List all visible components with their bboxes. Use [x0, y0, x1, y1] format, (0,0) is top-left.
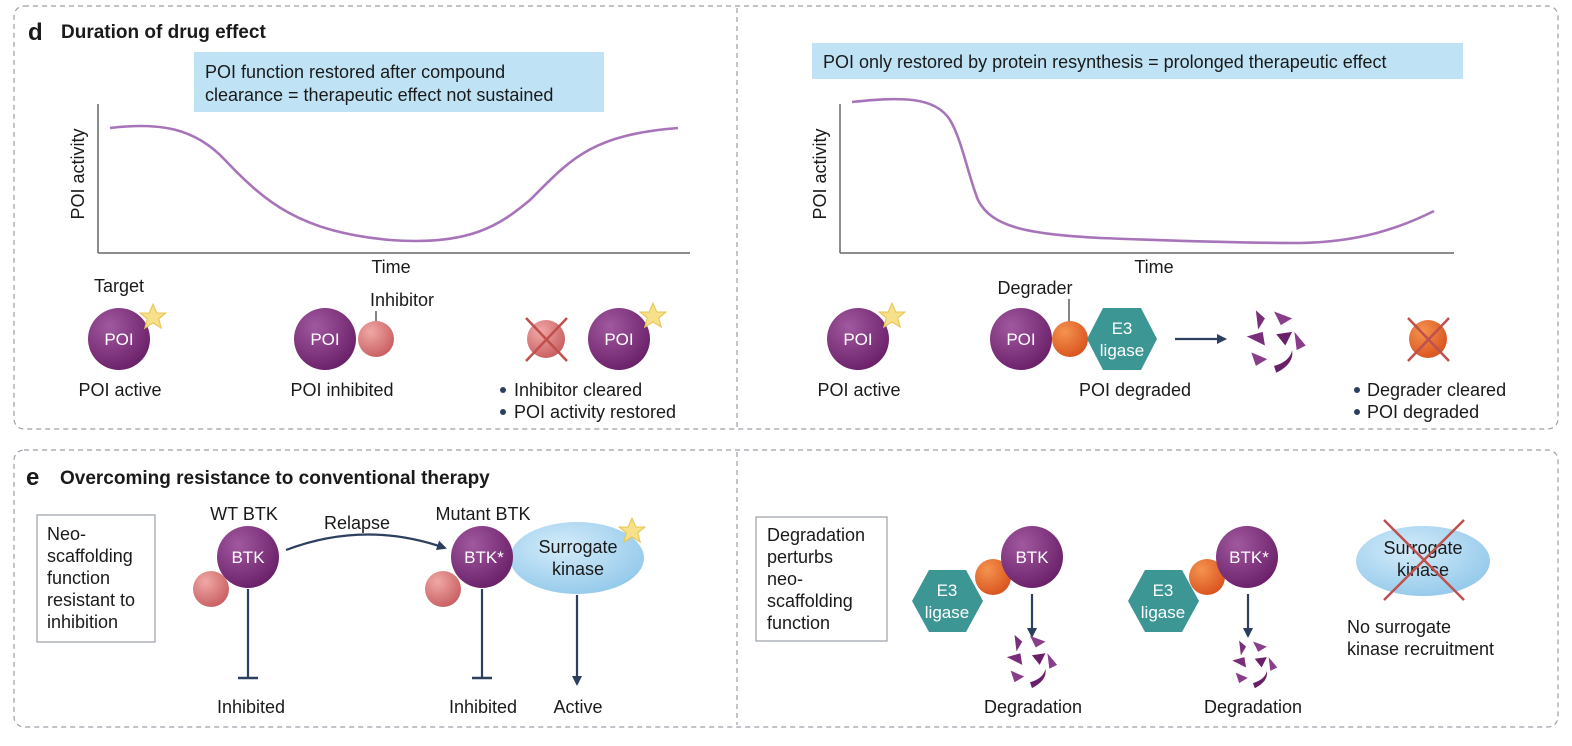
cross-icon-surrogate-stroke-2	[1383, 519, 1465, 601]
e3-e2-line-2: ligase	[1141, 603, 1185, 622]
right-x-label: Time	[1134, 257, 1173, 277]
left-banner-box	[194, 52, 604, 112]
btk-ball-mutant	[451, 526, 513, 588]
relapse-label: Relapse	[324, 513, 390, 533]
deg-box-line-1: Degradation	[767, 525, 865, 545]
panel-e-title: Overcoming resistance to conventional th…	[60, 468, 490, 489]
degradation-1: Degradation	[984, 697, 1082, 717]
caption-poi-active-right: POI active	[817, 380, 900, 400]
deg-box-line-4: scaffolding	[767, 591, 853, 611]
relapse-arrow	[285, 533, 447, 552]
poi-text-3: POI	[604, 330, 633, 349]
inhibited-2: Inhibited	[449, 697, 517, 717]
fragments-icon-e2	[1232, 640, 1278, 689]
box-line-4: resistant to	[47, 590, 135, 610]
poi-text-4: POI	[843, 330, 872, 349]
e3-ligase-hexagon	[1087, 308, 1157, 370]
poi-text-1: POI	[104, 330, 133, 349]
box-line-3: function	[47, 568, 110, 588]
box-line-2: scaffolding	[47, 546, 133, 566]
deg-box-line-2: perturbs	[767, 547, 833, 567]
bullet-poi-degraded: POI degraded	[1367, 402, 1479, 422]
cross-icon-stroke-2	[525, 317, 568, 362]
no-recruit-line-1: No surrogate	[1347, 617, 1451, 637]
poi-text-2: POI	[310, 330, 339, 349]
btk-ball-e1	[1001, 526, 1063, 588]
e3-text-line-2: ligase	[1100, 341, 1144, 360]
cross-icon-right-stroke-2	[1407, 317, 1450, 362]
e3-e1-line-2: ligase	[925, 603, 969, 622]
box-line-5: inhibition	[47, 612, 118, 632]
panel-d-title: Duration of drug effect	[61, 22, 266, 43]
caption-poi-inhibited: POI inhibited	[290, 380, 393, 400]
btk-mut-text-1: BTK*	[464, 548, 504, 567]
surrogate-line-2: kinase	[552, 559, 604, 579]
inhibitor-ball-e1	[193, 571, 229, 607]
right-banner-text: POI only restored by protein resynthesis…	[823, 52, 1387, 72]
btk-text-1: BTK	[231, 548, 265, 567]
bullet-inhibitor-cleared: Inhibitor cleared	[514, 380, 642, 400]
caption-poi-degraded: POI degraded	[1079, 380, 1191, 400]
deg-box-line-5: function	[767, 613, 830, 633]
btk-text-2: BTK	[1015, 548, 1049, 567]
poi-ball-restored	[588, 308, 650, 370]
panel-d-letter: d	[28, 19, 43, 46]
btk-ball-wt	[217, 526, 279, 588]
degrader-label: Degrader	[997, 278, 1072, 298]
surrogate-line-1: Surrogate	[538, 537, 617, 557]
inhibitor-ball	[358, 321, 394, 357]
neo-scaffolding-box	[36, 514, 156, 643]
left-activity-curve	[109, 124, 679, 243]
bullet-poi-activity-restored: POI activity restored	[514, 402, 676, 422]
inhibitor-label: Inhibitor	[370, 290, 434, 310]
poi-text-5: POI	[1006, 330, 1035, 349]
left-y-label: POI activity	[68, 128, 88, 219]
surrogate-kinase	[510, 522, 644, 594]
degrader-ball	[1052, 321, 1088, 357]
deg-box-line-3: neo-	[767, 569, 803, 589]
left-banner-line-1: POI function restored after compound	[205, 62, 505, 82]
active-label: Active	[553, 697, 602, 717]
btk-ball-e2	[1216, 526, 1278, 588]
left-x-label: Time	[371, 257, 410, 277]
inhibited-1: Inhibited	[217, 697, 285, 717]
poi-ball-active-left	[88, 308, 150, 370]
mutant-btk-label: Mutant BTK	[435, 504, 530, 524]
poi-ball-inhibited	[294, 308, 356, 370]
fragments-icon-e1	[1006, 634, 1058, 689]
right-banner-box	[812, 43, 1463, 79]
bullet-dot	[500, 387, 506, 393]
bullet-dot	[500, 409, 506, 415]
e3-ligase-hexagon-e2	[1128, 570, 1199, 632]
wt-btk-label: WT BTK	[210, 504, 278, 524]
e3-ligase-hexagon-e1	[912, 570, 983, 632]
left-banner-line-2: clearance = therapeutic effect not susta…	[205, 85, 553, 105]
no-recruit-line-2: kinase recruitment	[1347, 639, 1494, 659]
degrader-ball-e1	[975, 559, 1011, 595]
bullet-dot	[1354, 409, 1360, 415]
degrader-ball-e2	[1189, 559, 1225, 595]
box-line-1: Neo-	[47, 524, 86, 544]
e3-text-line-1: E3	[1112, 319, 1133, 338]
inhibitor-ball-e2	[425, 571, 461, 607]
e3-e2-line-1: E3	[1153, 581, 1174, 600]
btk-mut-text-2: BTK*	[1229, 548, 1269, 567]
right-activity-curve	[851, 97, 1435, 245]
degradation-box	[755, 516, 888, 642]
fragments-icon	[1246, 310, 1306, 373]
poi-ball-degraded	[990, 308, 1052, 370]
degradation-2: Degradation	[1204, 697, 1302, 717]
right-y-label: POI activity	[810, 128, 830, 219]
bullet-dot	[1354, 387, 1360, 393]
panel-d-border	[13, 5, 1559, 430]
bullet-degrader-cleared: Degrader cleared	[1367, 380, 1506, 400]
surrogate-crossed-line-1: Surrogate	[1383, 538, 1462, 558]
panel-e-border	[13, 449, 1559, 728]
e3-e1-line-1: E3	[937, 581, 958, 600]
target-label: Target	[94, 276, 144, 296]
caption-poi-active-left: POI active	[78, 380, 161, 400]
poi-ball-active-right	[827, 308, 889, 370]
panel-e-letter: e	[26, 464, 39, 491]
